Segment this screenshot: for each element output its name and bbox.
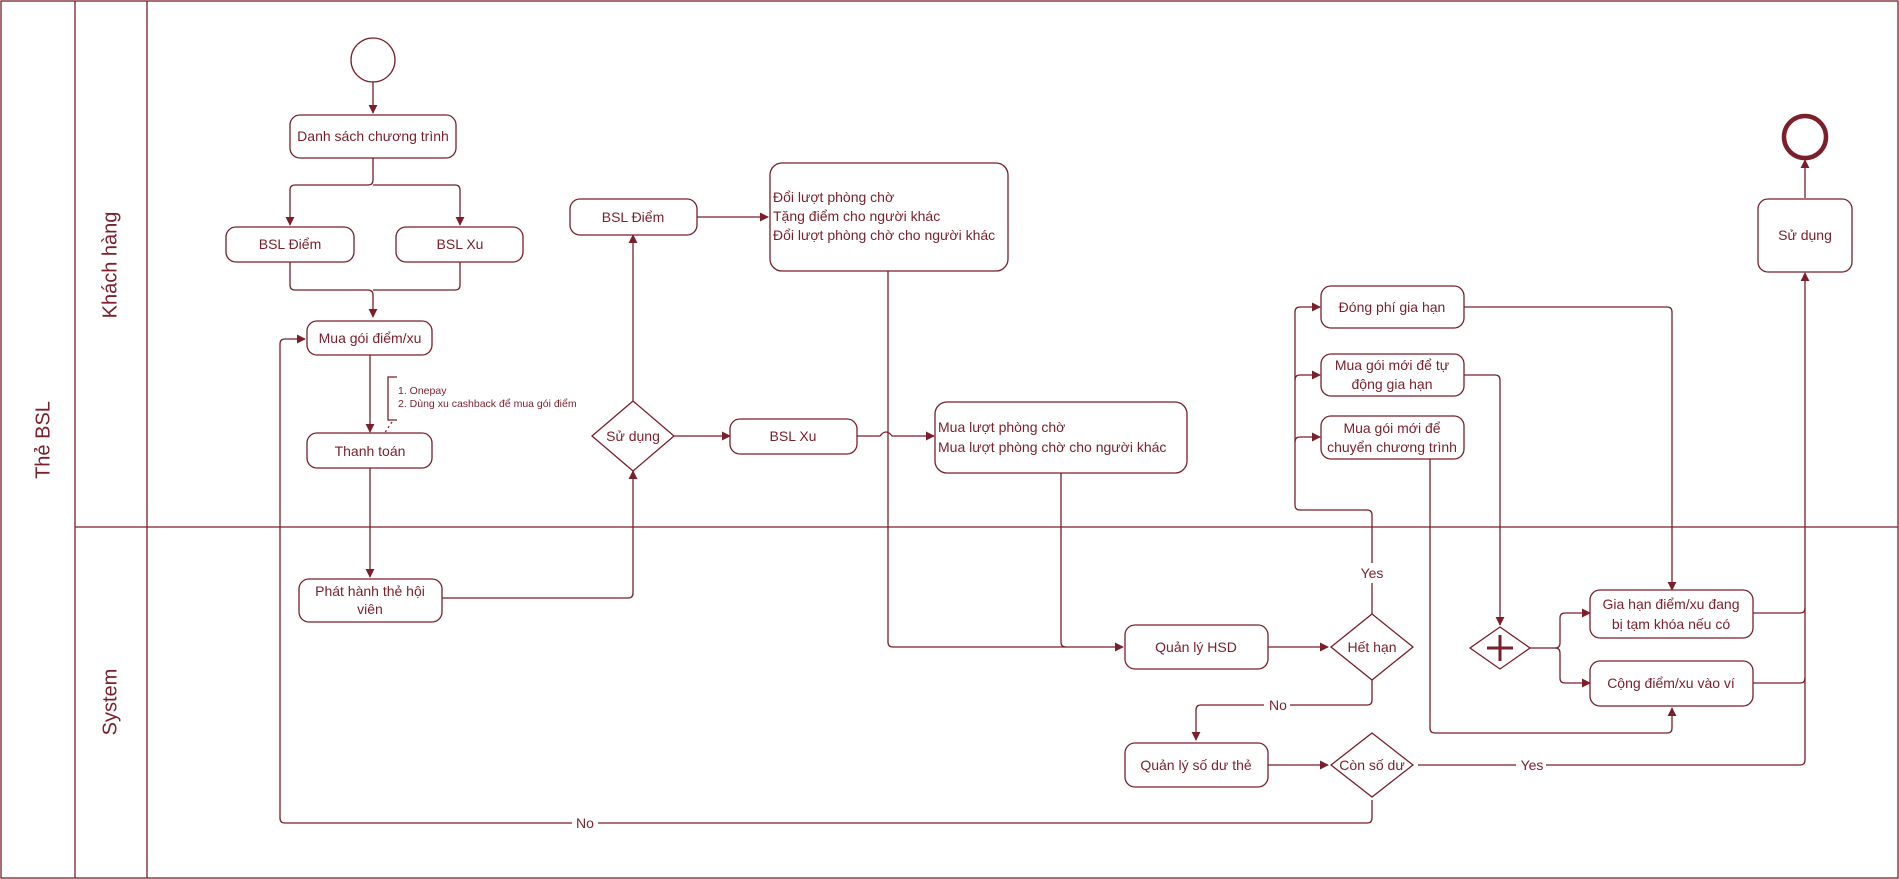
- edge-list-to-bsl-xu: [373, 184, 465, 226]
- label-su-dung-end: Sử dụng: [1778, 227, 1832, 243]
- task-bsl-diem-1: [225, 226, 355, 263]
- label-doi-luot-2: Tặng điểm cho người khác: [773, 208, 940, 224]
- lane-customer-title: Khách hàng: [99, 212, 121, 319]
- label-phat-hanh-line1: Phát hành thẻ hội: [315, 583, 425, 599]
- label-bsl-xu-1: BSL Xu: [437, 236, 484, 252]
- edge-bsl-xu-to-mua-luot: [857, 431, 935, 441]
- label-mua-luot-2: Mua lượt phòng chờ cho người khác: [938, 439, 1166, 455]
- edge-mua-goi-moi-2-to-cong-diem: [1429, 456, 1677, 734]
- label-su-dung-gateway: Sử dụng: [606, 428, 660, 444]
- task-gia-han-diem-xu: [1589, 589, 1754, 639]
- edge-dong-phi-to-gia-han: [1464, 306, 1677, 591]
- label-gia-han-line2: bị tạm khóa nếu có: [1612, 616, 1731, 632]
- edge-list-to-bsl-diem: [285, 158, 374, 226]
- task-phat-hanh-the: [298, 578, 443, 623]
- task-mua-goi-diem-xu: [306, 320, 433, 356]
- edge-doi-luot-to-quan-ly-hsd: [887, 271, 1124, 652]
- task-bsl-diem-2: [569, 198, 698, 236]
- task-cong-diem-xu: [1589, 660, 1754, 707]
- edge-label-yes-con-so-du: Yes: [1521, 757, 1544, 773]
- label-danh-sach: Danh sách chương trình: [297, 128, 449, 144]
- label-cong-diem: Cộng điểm/xu vào ví: [1607, 675, 1735, 691]
- edge-label-no-con-so-du: No: [576, 815, 594, 831]
- edge-con-so-du-no: [279, 334, 1373, 824]
- edge-het-han-yes: [1294, 302, 1373, 614]
- label-bsl-xu-2: BSL Xu: [770, 428, 817, 444]
- label-mua-goi-moi-2-line2: chuyển chương trình: [1327, 439, 1457, 455]
- edge-gateway-to-cong-diem: [1554, 647, 1591, 688]
- label-quan-ly-hsd: Quản lý HSD: [1155, 639, 1237, 655]
- gateway-su-dung: [590, 400, 676, 472]
- edge-cong-diem-to-su-dung: [1753, 677, 1806, 684]
- edge-label-yes-het-han: Yes: [1361, 565, 1384, 581]
- edge-gia-han-to-su-dung: [1753, 607, 1806, 614]
- end-event: [1781, 113, 1829, 161]
- label-dong-phi: Đóng phí gia hạn: [1339, 299, 1446, 315]
- label-mua-goi-moi-2-line1: Mua gói mới để: [1343, 420, 1440, 436]
- task-thanh-toan: [306, 432, 433, 469]
- plus-icon: [1487, 635, 1513, 661]
- edge-mua-luot-to-quan-ly-hsd: [1060, 473, 1067, 648]
- task-mua-luot-phong-cho: [934, 401, 1188, 474]
- label-gia-han-line1: Gia hạn điểm/xu đang: [1603, 596, 1740, 612]
- edge-yes-to-mua-goi-moi-2: [1294, 432, 1321, 443]
- label-phat-hanh-line2: viên: [357, 601, 383, 617]
- task-dong-phi-gia-han: [1320, 285, 1465, 329]
- edge-bsl-diem-to-mua-goi: [289, 262, 378, 318]
- edge-con-so-du-yes: [1418, 272, 1810, 766]
- task-bsl-xu-2: [729, 418, 858, 455]
- edge-bsl-xu-to-mua-goi: [373, 262, 461, 291]
- label-mua-goi: Mua gói điểm/xu: [319, 330, 422, 346]
- annotation-line2: 2. Dùng xu cashback để mua gói điểm: [398, 398, 577, 410]
- annotation-connector: [379, 421, 393, 441]
- edge-label-no-het-han: No: [1269, 697, 1287, 713]
- gateway-con-so-du: [1329, 732, 1415, 798]
- edge-yes-to-mua-goi-moi-1: [1294, 370, 1321, 381]
- label-doi-luot-1: Đổi lượt phòng chờ: [773, 189, 894, 205]
- label-con-so-du: Còn số dư: [1339, 757, 1404, 773]
- label-mua-goi-moi-1-line1: Mua gói mới để tự: [1335, 357, 1449, 373]
- annotation-line1: 1. Onepay: [398, 385, 447, 397]
- gateway-het-han: [1329, 613, 1415, 681]
- pool-title: Thẻ BSL: [32, 401, 54, 479]
- lane-system-title: System: [99, 669, 121, 736]
- task-quan-ly-so-du: [1124, 742, 1269, 788]
- label-quan-ly-so-du: Quản lý số dư thẻ: [1140, 757, 1252, 773]
- task-su-dung-end: [1757, 198, 1853, 273]
- edge-gateway-to-gia-han: [1530, 608, 1591, 649]
- edge-mua-goi-moi-1-to-gateway: [1464, 374, 1505, 626]
- task-danh-sach-chuong-trinh: [289, 114, 457, 159]
- edge-phat-hanh-to-su-dung: [442, 470, 638, 599]
- label-bsl-diem-1: BSL Điểm: [259, 236, 322, 252]
- label-mua-luot-1: Mua lượt phòng chờ: [938, 419, 1065, 435]
- task-quan-ly-hsd: [1124, 624, 1269, 670]
- task-mua-goi-moi-tu-dong: [1320, 353, 1465, 397]
- task-mua-goi-moi-chuyen: [1320, 415, 1465, 460]
- task-bsl-xu-1: [395, 226, 524, 263]
- label-het-han: Hết hạn: [1347, 639, 1396, 655]
- label-mua-goi-moi-1-line2: động gia hạn: [1352, 376, 1433, 392]
- task-doi-luot-phong-cho: [769, 162, 1009, 272]
- label-doi-luot-3: Đổi lượt phòng chờ cho người khác: [773, 227, 995, 243]
- annotation-bracket: [387, 376, 397, 421]
- label-thanh-toan: Thanh toán: [335, 443, 406, 459]
- label-bsl-diem-2: BSL Điểm: [602, 209, 665, 225]
- start-event: [350, 37, 396, 83]
